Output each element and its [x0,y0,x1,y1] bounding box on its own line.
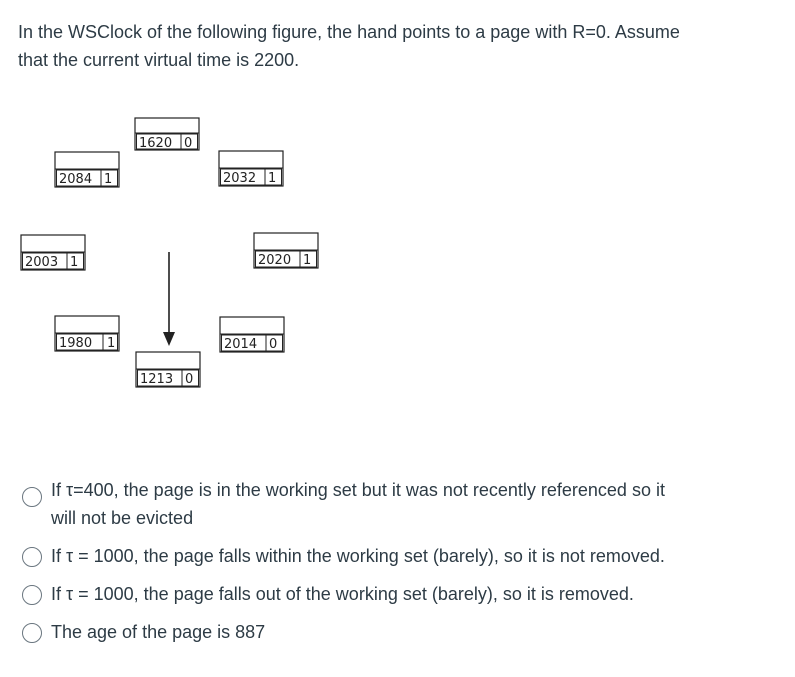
option-text-line-2: will not be evicted [51,508,194,528]
option-text-line-1: If τ=400, the page is in the working set… [51,480,665,500]
answer-option-4[interactable]: The age of the page is 887 [22,618,782,646]
question-line-1: In the WSClock of the following figure, … [18,22,680,42]
question-text: In the WSClock of the following figure, … [18,18,758,74]
answer-option-3[interactable]: If τ = 1000, the page falls out of the w… [22,580,782,608]
answer-option-1[interactable]: If τ=400, the page is in the working set… [22,476,782,532]
radio-button[interactable] [22,623,42,643]
radio-button[interactable] [22,487,42,507]
option-text: The age of the page is 887 [51,622,266,642]
question-line-2: that the current virtual time is 2200. [18,50,300,70]
radio-button[interactable] [22,547,42,567]
radio-button[interactable] [22,585,42,605]
option-text: If τ = 1000, the page falls within the w… [51,546,665,566]
option-text: If τ = 1000, the page falls out of the w… [51,584,634,604]
answer-option-2[interactable]: If τ = 1000, the page falls within the w… [22,542,782,570]
